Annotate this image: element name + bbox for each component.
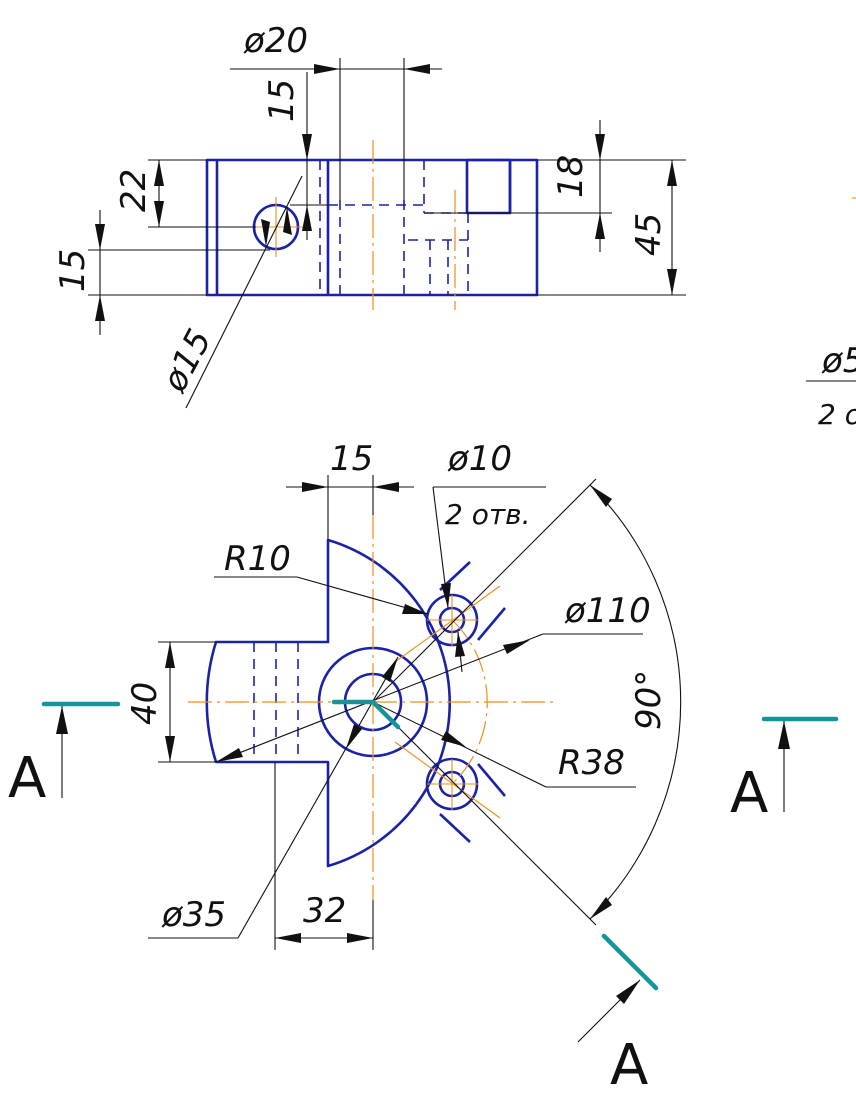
dim-h45: 45 <box>629 213 669 256</box>
arrowhead <box>404 64 430 74</box>
dim-h15-top: 15 <box>262 79 302 122</box>
arrowhead <box>275 933 301 943</box>
ear-edge-line <box>477 763 506 797</box>
extension-line <box>372 478 597 703</box>
arrowhead <box>382 657 398 682</box>
view-arrowhead <box>778 721 790 749</box>
section-label-left: A <box>8 746 46 811</box>
arrowhead <box>590 485 612 507</box>
arrowhead <box>441 583 451 608</box>
dim-d35: ø35 <box>161 895 226 935</box>
dim-w15: 15 <box>330 439 373 479</box>
arrowhead <box>302 134 312 160</box>
dim-d20: ø20 <box>243 21 308 61</box>
extension-line <box>372 701 597 926</box>
arrowhead <box>302 482 328 492</box>
dim-d15: ø15 <box>154 323 220 399</box>
arrowhead <box>165 736 175 762</box>
leader-line <box>215 633 544 763</box>
arrowhead <box>302 205 312 231</box>
top-view: ø20 15 22 15 ø15 18 <box>53 21 686 409</box>
dim-r38: R38 <box>558 743 625 783</box>
dim-d110: ø110 <box>564 591 651 631</box>
plan-view-outer-contour <box>205 538 451 868</box>
angle-arc <box>589 484 682 920</box>
ear-edge-line <box>477 607 506 641</box>
view-arrowhead <box>616 980 640 1004</box>
dim-h18: 18 <box>551 155 591 198</box>
arrowhead <box>402 604 428 614</box>
arrowhead <box>667 160 677 186</box>
arrowhead <box>441 731 466 747</box>
arrowhead <box>165 642 175 668</box>
note-fragment: 2 о <box>818 398 856 431</box>
dim-w32: 32 <box>303 891 346 931</box>
top-view-slot-outline <box>465 158 512 215</box>
arrowhead <box>95 295 105 321</box>
bolt-circle-arc <box>451 619 488 785</box>
arrowhead <box>595 134 605 160</box>
arrowhead <box>261 219 270 247</box>
arrowhead <box>595 213 605 239</box>
plan-view: 15 ø10 2 отв. R10 ø110 40 90° <box>8 439 682 1098</box>
arrowhead <box>283 207 292 235</box>
arrowhead <box>95 224 105 250</box>
arrowhead <box>590 897 612 919</box>
dim-h40: 40 <box>125 682 165 725</box>
arrowhead <box>314 64 340 74</box>
dim-h22: 22 <box>114 169 154 212</box>
dim-angle90: 90° <box>629 670 669 730</box>
arrowhead <box>154 160 164 186</box>
cutting-plane-line <box>370 699 401 730</box>
view-arrowhead <box>56 706 68 734</box>
ear-edge-line <box>439 813 471 843</box>
dim-r10: R10 <box>224 539 291 579</box>
centerline <box>394 741 501 819</box>
dim-fragment: ø5 <box>821 341 856 381</box>
arrowhead <box>154 201 164 227</box>
centerline <box>394 585 501 663</box>
dim-holes-note: 2 отв. <box>445 498 531 531</box>
arrowhead <box>455 632 465 657</box>
cutting-plane-line <box>601 933 659 991</box>
arrowhead <box>667 269 677 295</box>
arrowhead <box>216 748 243 762</box>
dim-d10: ø10 <box>447 439 512 479</box>
right-cut-fragment: ø5 2 о A <box>730 197 856 826</box>
section-label-right: A <box>730 761 768 826</box>
leader-line <box>185 175 303 409</box>
section-label-bottom: A <box>610 1033 648 1098</box>
arrowhead <box>373 482 399 492</box>
dim-h15-left: 15 <box>53 249 93 292</box>
arrowhead <box>347 933 373 943</box>
arrowhead <box>503 640 530 654</box>
arrowhead <box>346 724 362 749</box>
